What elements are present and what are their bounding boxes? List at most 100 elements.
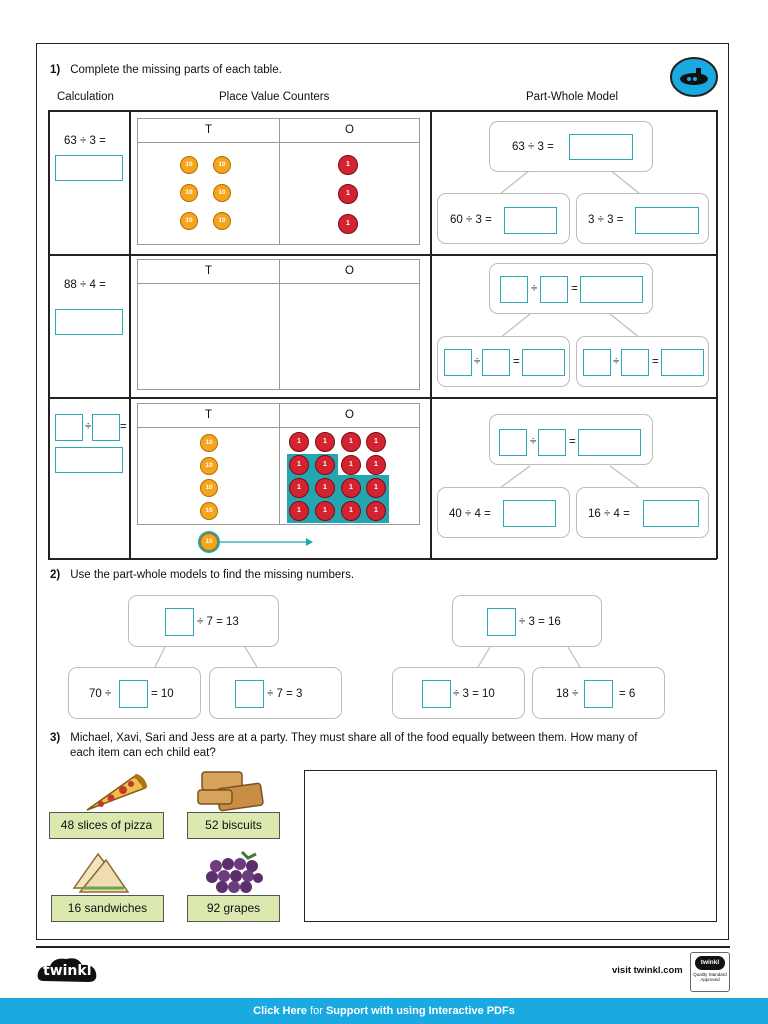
row2-whole-div: ÷ [531,283,538,295]
row1-part-right: 3 ÷ 3 = [576,193,709,244]
twinkl-logo-text: twinkl [43,963,92,979]
row1-part-right-text: 3 ÷ 3 = [588,214,624,226]
q2-model2-right-post: = 6 [619,688,636,700]
counter-one: 1 [338,184,358,204]
counter-one: 1 [366,501,386,521]
q2-model1-right-input[interactable] [235,680,264,708]
row2-connectors [499,313,641,339]
q2-model2-whole-input[interactable] [487,608,516,636]
row1-connectors [499,169,641,195]
q1-instruction: Complete the missing parts of each table… [70,64,282,76]
counter-ten: 10 [200,434,218,452]
row1-calc: 63 ÷ 3 = [64,135,106,147]
row2-right-divisor-input[interactable] [621,349,649,376]
q3-instruction-line1: Michael, Xavi, Sari and Jess are at a pa… [70,732,638,744]
row3-calc-div: ÷ [85,421,92,433]
q2-model2-right-pre: 18 ÷ [556,688,579,700]
q2-instruction: Use the part-whole models to find the mi… [70,569,355,581]
table-divider [430,110,432,559]
counter-one: 1 [315,455,335,475]
row2-left-eq: = [513,356,520,368]
row3-whole-answer-input[interactable] [578,429,641,456]
row3-whole-divisor-input[interactable] [538,429,566,456]
counter-ten: 10 [213,156,231,174]
visit-link[interactable]: visit twinkl.com [612,965,683,976]
q2-connectors [154,646,581,668]
question-3: 3)Michael, Xavi, Sari and Jess are at a … [50,731,710,761]
counter-one: 1 [338,155,358,175]
q2-model1-part-right: ÷ 7 = 3 [209,667,342,719]
interactive-pdf-support-bar[interactable]: Click Here for Support with using Intera… [0,998,768,1024]
row2-whole-divisor-input[interactable] [540,276,568,303]
header-part-whole: Part-Whole Model [526,91,619,103]
table-divider [48,397,717,399]
row1-pv-t: T [205,124,213,136]
row2-right-dividend-input[interactable] [583,349,611,376]
q2-model2-part-left: ÷ 3 = 10 [392,667,525,719]
q2-model2-whole-text: ÷ 3 = 16 [519,616,561,628]
row2-right-answer-input[interactable] [661,349,704,376]
row2-whole: ÷ = [489,263,653,314]
counter-one: 1 [315,478,335,498]
arrow-right-icon [218,538,313,546]
row3-whole: ÷ = [489,414,653,465]
row3-pv-o: O [345,409,354,421]
row2-left-answer-input[interactable] [522,349,565,376]
counter-one: 1 [315,432,335,452]
row1-part-right-input[interactable] [635,207,699,234]
table-divider [48,254,717,256]
row3-answer-input[interactable] [55,447,123,473]
row1-pv-chart: T O [137,118,420,245]
row3-calc-eq: = [120,421,127,433]
q2-model1-whole-input[interactable] [165,608,194,636]
table-border-right [716,110,718,559]
row3-part-right-input[interactable] [643,500,699,527]
row1-answer-input[interactable] [55,155,123,181]
counter-ten: 10 [200,479,218,497]
q2-model2-right-input[interactable] [584,680,613,708]
counter-ten: 10 [180,156,198,174]
row2-answer-input[interactable] [55,309,123,335]
worksheet-frame [36,43,729,940]
q2-model2-left-input[interactable] [422,680,451,708]
grapes-icon [206,850,263,893]
q3-answer-area[interactable] [304,770,717,922]
counter-one: 1 [366,478,386,498]
row2-pv-chart[interactable]: T O [137,259,420,390]
row1-part-left-text: 60 ÷ 3 = [450,214,492,226]
counter-ten: 10 [200,457,218,475]
row2-whole-answer-input[interactable] [580,276,643,303]
counter-ten: 10 [213,184,231,202]
q2-model2-left-text: ÷ 3 = 10 [453,688,495,700]
counter-one: 1 [341,478,361,498]
row3-part-left-input[interactable] [503,500,556,527]
q2-model1-left-input[interactable] [119,680,148,708]
counter-one: 1 [341,455,361,475]
row2-whole-dividend-input[interactable] [500,276,528,303]
row3-pv-chart: T O [137,403,420,525]
q2-model1-right-text: ÷ 7 = 3 [267,688,303,700]
click-here-link[interactable]: Click Here [253,1005,307,1017]
row2-part-left: ÷ = [437,336,570,387]
counter-one: 1 [341,432,361,452]
counter-one: 1 [341,501,361,521]
food-label-pizza: 48 slices of pizza [49,812,164,839]
row2-part-right: ÷ = [576,336,709,387]
q1-number: 1) [50,64,61,76]
row2-left-dividend-input[interactable] [444,349,472,376]
row2-left-divisor-input[interactable] [482,349,510,376]
row3-whole-dividend-input[interactable] [499,429,527,456]
counter-one: 1 [315,501,335,521]
q2-number: 2) [50,569,61,581]
row1-whole-input[interactable] [569,134,633,160]
row3-dividend-input[interactable] [55,414,83,441]
counter-ten: 10 [200,502,218,520]
q2-model1-whole: ÷ 7 = 13 [128,595,279,647]
counter-one: 1 [338,214,358,234]
row2-whole-eq: = [571,283,578,295]
row3-divisor-input[interactable] [92,414,120,441]
food-label-biscuits: 52 biscuits [187,812,280,839]
sandwich-icon [72,852,130,893]
row1-part-left-input[interactable] [504,207,557,234]
counter-ten: 10 [180,212,198,230]
